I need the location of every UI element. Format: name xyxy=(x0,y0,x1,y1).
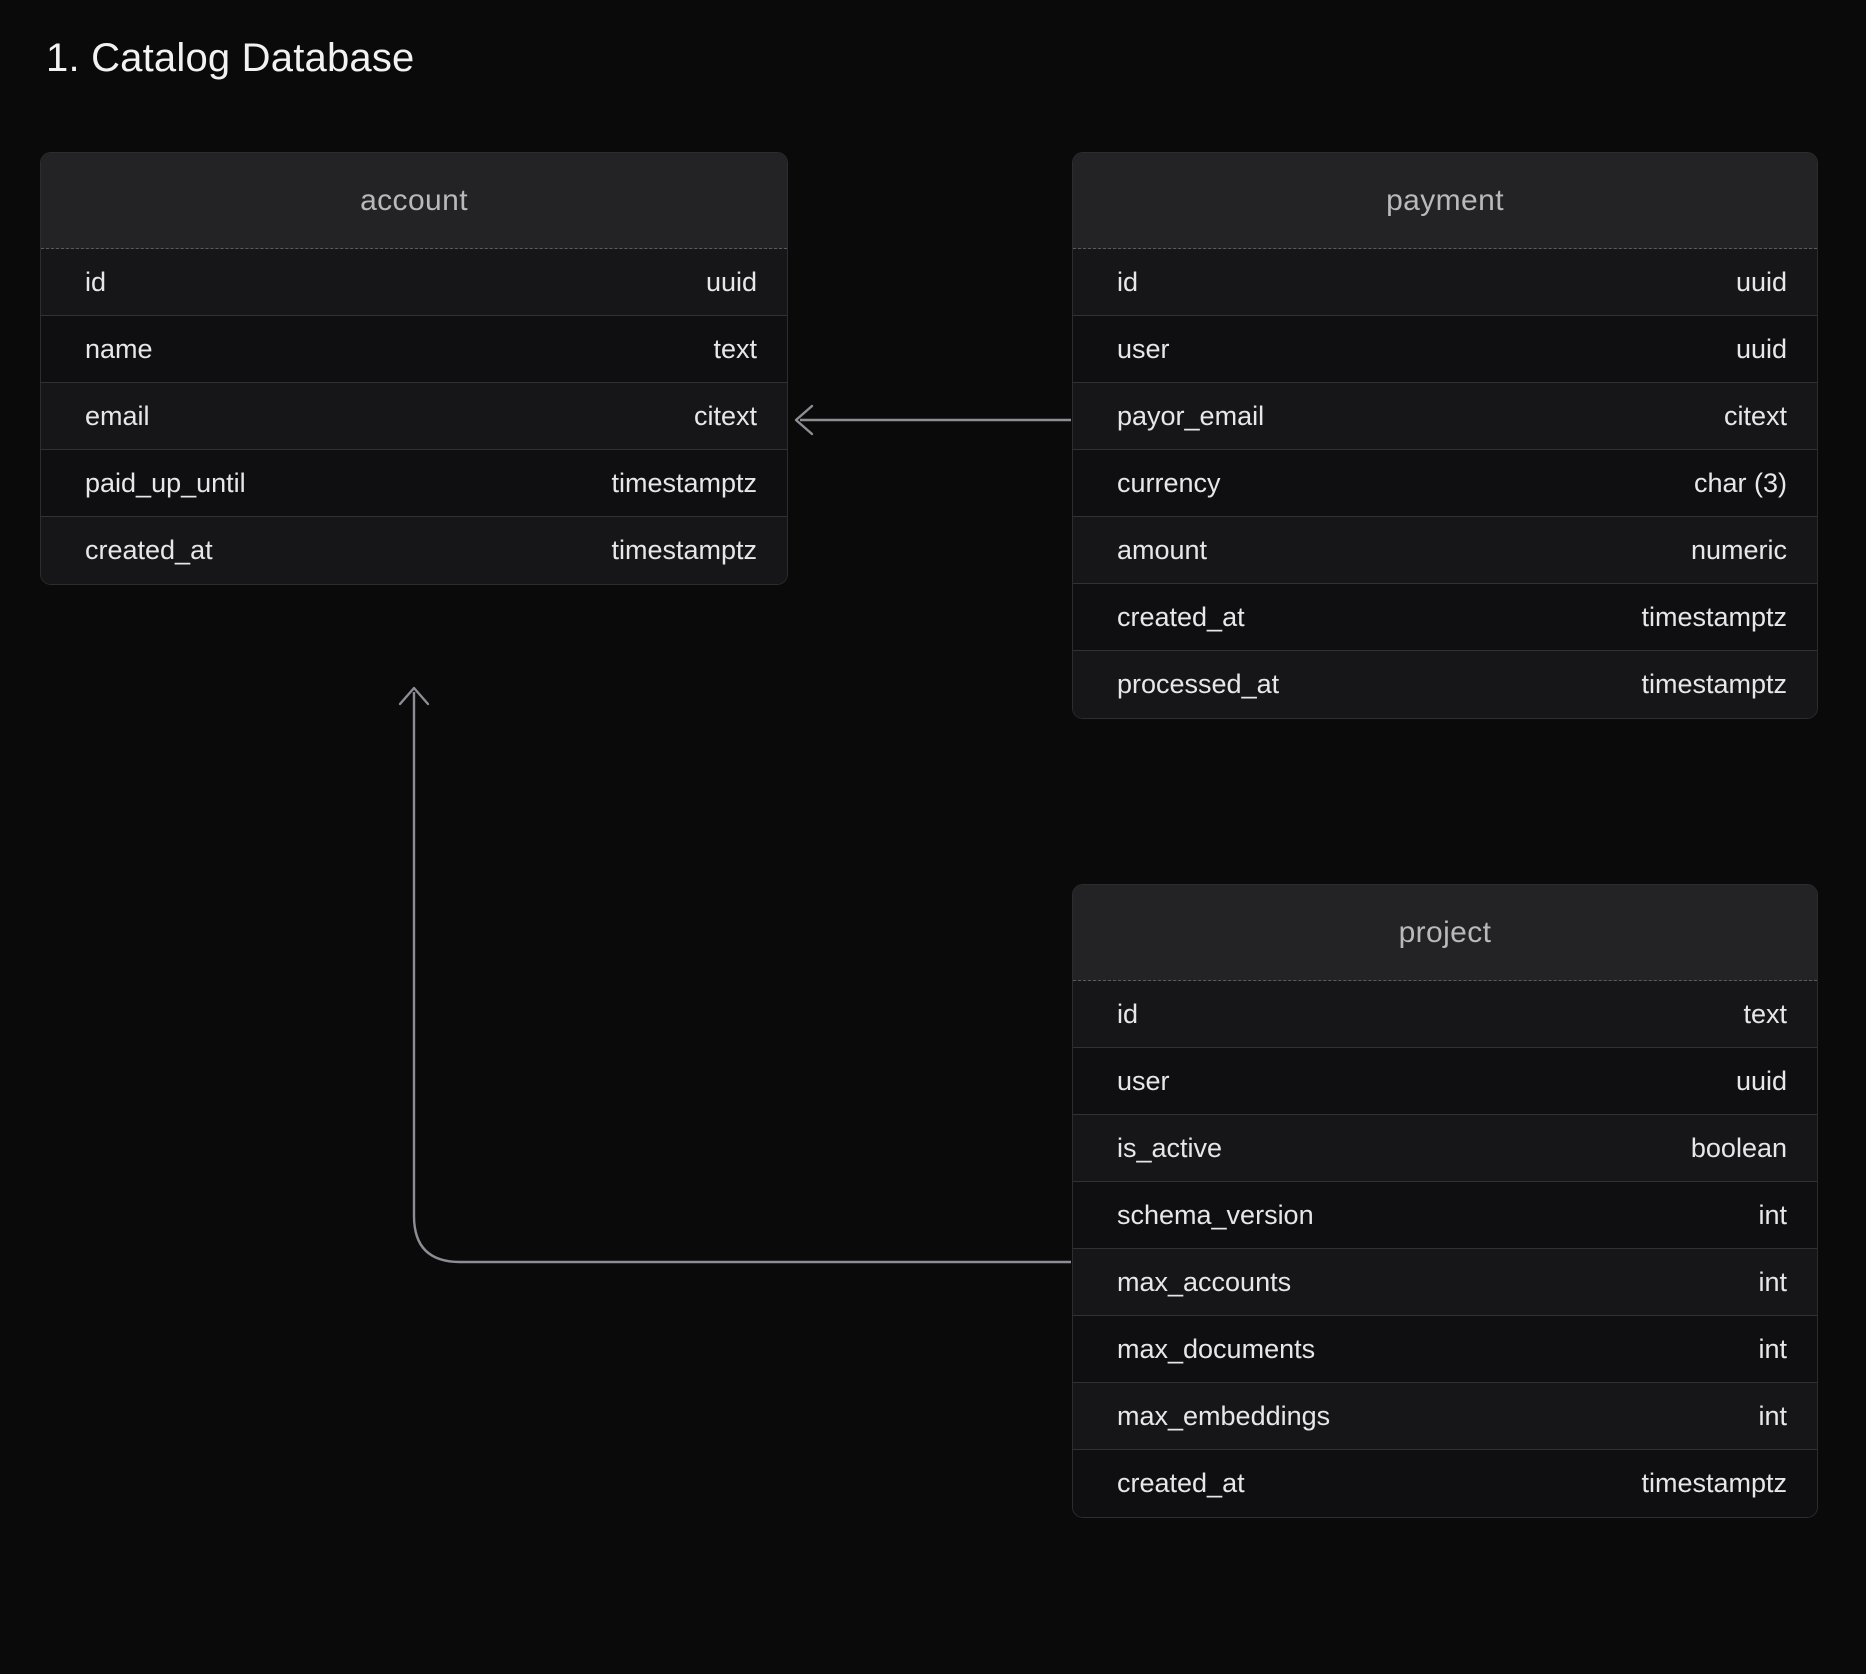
er-column-type: int xyxy=(1758,1266,1787,1297)
er-column-type: text xyxy=(1743,998,1787,1029)
er-column-name: id xyxy=(1117,998,1139,1029)
connector-line-project-account xyxy=(412,692,1071,1264)
er-table-project[interactable]: project id text user uuid is_active bool… xyxy=(1072,884,1818,1518)
er-column-name: payor_email xyxy=(1117,400,1265,431)
er-column-type: timestamptz xyxy=(1641,601,1787,632)
er-column-row[interactable]: created_at timestamptz xyxy=(1073,1450,1817,1517)
er-column-name: is_active xyxy=(1117,1132,1223,1163)
er-column-row[interactable]: user uuid xyxy=(1073,1048,1817,1115)
er-column-row[interactable]: max_documents int xyxy=(1073,1316,1817,1383)
er-table-title: project xyxy=(1398,915,1492,949)
er-table-title: account xyxy=(360,183,468,217)
er-column-type: uuid xyxy=(1735,266,1787,297)
er-column-row[interactable]: processed_at timestamptz xyxy=(1073,651,1817,718)
er-column-row[interactable]: max_accounts int xyxy=(1073,1249,1817,1316)
er-table-account[interactable]: account id uuid name text email citext p… xyxy=(40,152,788,585)
er-column-type: timestamptz xyxy=(1641,1468,1787,1498)
er-column-row[interactable]: currency char (3) xyxy=(1073,450,1817,517)
er-column-name: created_at xyxy=(85,535,213,565)
er-column-type: int xyxy=(1758,1400,1787,1431)
er-column-row[interactable]: payor_email citext xyxy=(1073,383,1817,450)
er-column-row[interactable]: created_at timestamptz xyxy=(1073,584,1817,651)
er-column-row[interactable]: id uuid xyxy=(1073,249,1817,316)
er-column-name: currency xyxy=(1117,467,1221,498)
er-column-row[interactable]: amount numeric xyxy=(1073,517,1817,584)
er-column-row[interactable]: max_embeddings int xyxy=(1073,1383,1817,1450)
er-table-header-project: project xyxy=(1073,885,1817,981)
er-column-type: numeric xyxy=(1690,534,1787,565)
er-column-name: created_at xyxy=(1117,1468,1245,1498)
er-column-row[interactable]: name text xyxy=(41,316,787,383)
er-column-type: char (3) xyxy=(1693,467,1787,498)
er-column-row[interactable]: is_active boolean xyxy=(1073,1115,1817,1182)
relationship-project-to-account xyxy=(398,686,1071,1264)
er-column-name: email xyxy=(85,400,150,431)
arrowhead-payment-account xyxy=(794,404,814,436)
er-table-title: payment xyxy=(1386,183,1504,217)
er-column-type: uuid xyxy=(705,266,757,297)
er-column-name: id xyxy=(1117,266,1139,297)
er-column-name: max_documents xyxy=(1117,1333,1316,1364)
er-column-row[interactable]: user uuid xyxy=(1073,316,1817,383)
er-column-name: user xyxy=(1117,333,1170,364)
page-title: 1. Catalog Database xyxy=(46,36,415,80)
er-column-name: max_embeddings xyxy=(1117,1400,1331,1431)
er-column-name: processed_at xyxy=(1117,669,1280,699)
er-column-list-payment: id uuid user uuid payor_email citext cur… xyxy=(1073,249,1817,718)
er-column-name: amount xyxy=(1117,534,1208,565)
relationship-payment-to-account xyxy=(794,404,1071,436)
er-column-name: user xyxy=(1117,1065,1170,1096)
er-column-name: id xyxy=(85,266,107,297)
er-column-name: schema_version xyxy=(1117,1199,1314,1230)
er-column-type: uuid xyxy=(1735,333,1787,364)
er-column-type: timestamptz xyxy=(611,535,757,565)
er-column-name: created_at xyxy=(1117,601,1245,632)
er-column-type: citext xyxy=(693,400,757,431)
er-column-type: int xyxy=(1758,1199,1787,1230)
er-column-type: text xyxy=(713,333,757,364)
er-column-type: citext xyxy=(1723,400,1787,431)
er-column-name: paid_up_until xyxy=(85,467,246,498)
er-column-type: int xyxy=(1758,1333,1787,1364)
er-column-list-account: id uuid name text email citext paid_up_u… xyxy=(41,249,787,584)
arrowhead-project-account xyxy=(398,686,430,706)
er-column-name: max_accounts xyxy=(1117,1266,1292,1297)
er-column-name: name xyxy=(85,333,153,364)
er-column-type: uuid xyxy=(1735,1065,1787,1096)
er-column-row[interactable]: email citext xyxy=(41,383,787,450)
er-table-payment[interactable]: payment id uuid user uuid payor_email ci… xyxy=(1072,152,1818,719)
er-column-type: timestamptz xyxy=(1641,669,1787,699)
er-table-header-account: account xyxy=(41,153,787,249)
er-column-row[interactable]: id text xyxy=(1073,981,1817,1048)
er-column-type: timestamptz xyxy=(611,467,757,498)
er-column-row[interactable]: created_at timestamptz xyxy=(41,517,787,584)
er-column-row[interactable]: paid_up_until timestamptz xyxy=(41,450,787,517)
er-table-header-payment: payment xyxy=(1073,153,1817,249)
er-column-type: boolean xyxy=(1690,1132,1787,1163)
er-column-row[interactable]: schema_version int xyxy=(1073,1182,1817,1249)
er-column-row[interactable]: id uuid xyxy=(41,249,787,316)
er-column-list-project: id text user uuid is_active boolean sche… xyxy=(1073,981,1817,1517)
